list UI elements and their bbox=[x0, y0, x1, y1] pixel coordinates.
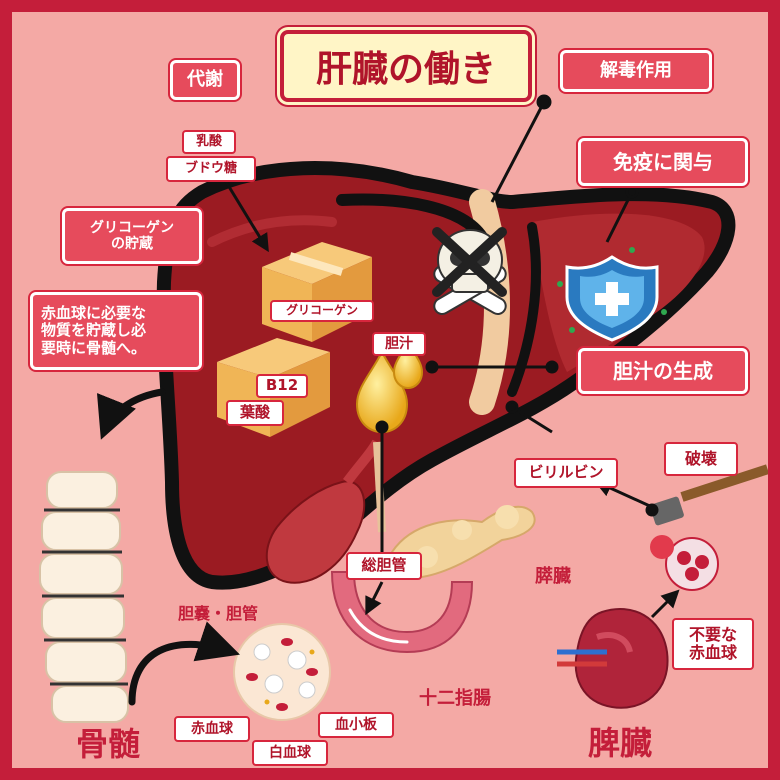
bile-production-label: 胆汁の生成 bbox=[578, 348, 748, 394]
pancreas-illustration bbox=[390, 505, 536, 579]
rbc-label: 赤血球 bbox=[174, 716, 250, 742]
shield-icon bbox=[557, 247, 667, 342]
pancreas-label: 膵臓 bbox=[535, 565, 571, 587]
toxin-skull-icon bbox=[432, 227, 507, 315]
destruction-label: 破壊 bbox=[664, 442, 738, 476]
connector-lines bbox=[215, 94, 680, 619]
glycogen-box-label: グリコーゲン bbox=[270, 300, 374, 322]
folic-acid-label: 葉酸 bbox=[226, 400, 284, 426]
spleen-illustration bbox=[557, 607, 669, 709]
wbc-label: 白血球 bbox=[252, 740, 328, 766]
unneeded-rbc-line2: 赤血球 bbox=[688, 643, 737, 662]
common-bile-duct-label: 総胆管 bbox=[346, 552, 422, 580]
bone-marrow-label: 骨髄 bbox=[75, 724, 140, 763]
bile-drop-label: 胆汁 bbox=[372, 332, 426, 356]
spine-illustration bbox=[39, 471, 129, 723]
unneeded-rbc-line1: 不要な bbox=[688, 624, 737, 644]
rbc-storage-label: 赤血球に必要な 物質を貯蔵し必 要時に骨髄へ。 bbox=[30, 292, 202, 370]
spleen-label: 脾臓 bbox=[587, 723, 652, 762]
detox-label: 解毒作用 bbox=[560, 50, 712, 92]
metabolism-label: 代謝 bbox=[170, 60, 240, 100]
blood-cells-illustration bbox=[233, 623, 331, 721]
illustration-canvas bbox=[39, 94, 768, 723]
glucose-label: ブドウ糖 bbox=[166, 156, 256, 182]
platelet-label: 血小板 bbox=[318, 712, 394, 738]
immunity-label: 免疫に関与 bbox=[578, 138, 748, 186]
rbc-storage-line3: 要時に骨髄へ。 bbox=[41, 338, 147, 357]
rbc-storage-line1: 赤血球に必要な bbox=[41, 304, 147, 323]
gallbladder-illustration bbox=[265, 439, 386, 584]
broken-rbc-icon bbox=[650, 535, 719, 591]
bilirubin-label: ビリルビン bbox=[514, 458, 618, 488]
glycogen-storage-line1: グリコーゲン bbox=[90, 219, 174, 236]
glycogen-storage-line2: の貯蔵 bbox=[111, 236, 153, 252]
curved-arrows bbox=[97, 388, 240, 706]
b12-label: B12 bbox=[256, 374, 308, 398]
rbc-storage-line2: 物質を貯蔵し必 bbox=[41, 321, 147, 340]
unneeded-rbc-label: 不要な 赤血球 bbox=[672, 618, 754, 670]
duodenum-label: 十二指腸 bbox=[419, 687, 491, 709]
glycogen-storage-label: グリコーゲン の貯蔵 bbox=[62, 208, 202, 264]
page-title: 肝臓の働き bbox=[280, 30, 532, 102]
gallbladder-label: 胆嚢・胆管 bbox=[177, 603, 258, 623]
hammer-icon bbox=[650, 464, 768, 526]
duodenum-illustration bbox=[330, 571, 474, 654]
lactic-acid-label: 乳酸 bbox=[182, 130, 236, 154]
